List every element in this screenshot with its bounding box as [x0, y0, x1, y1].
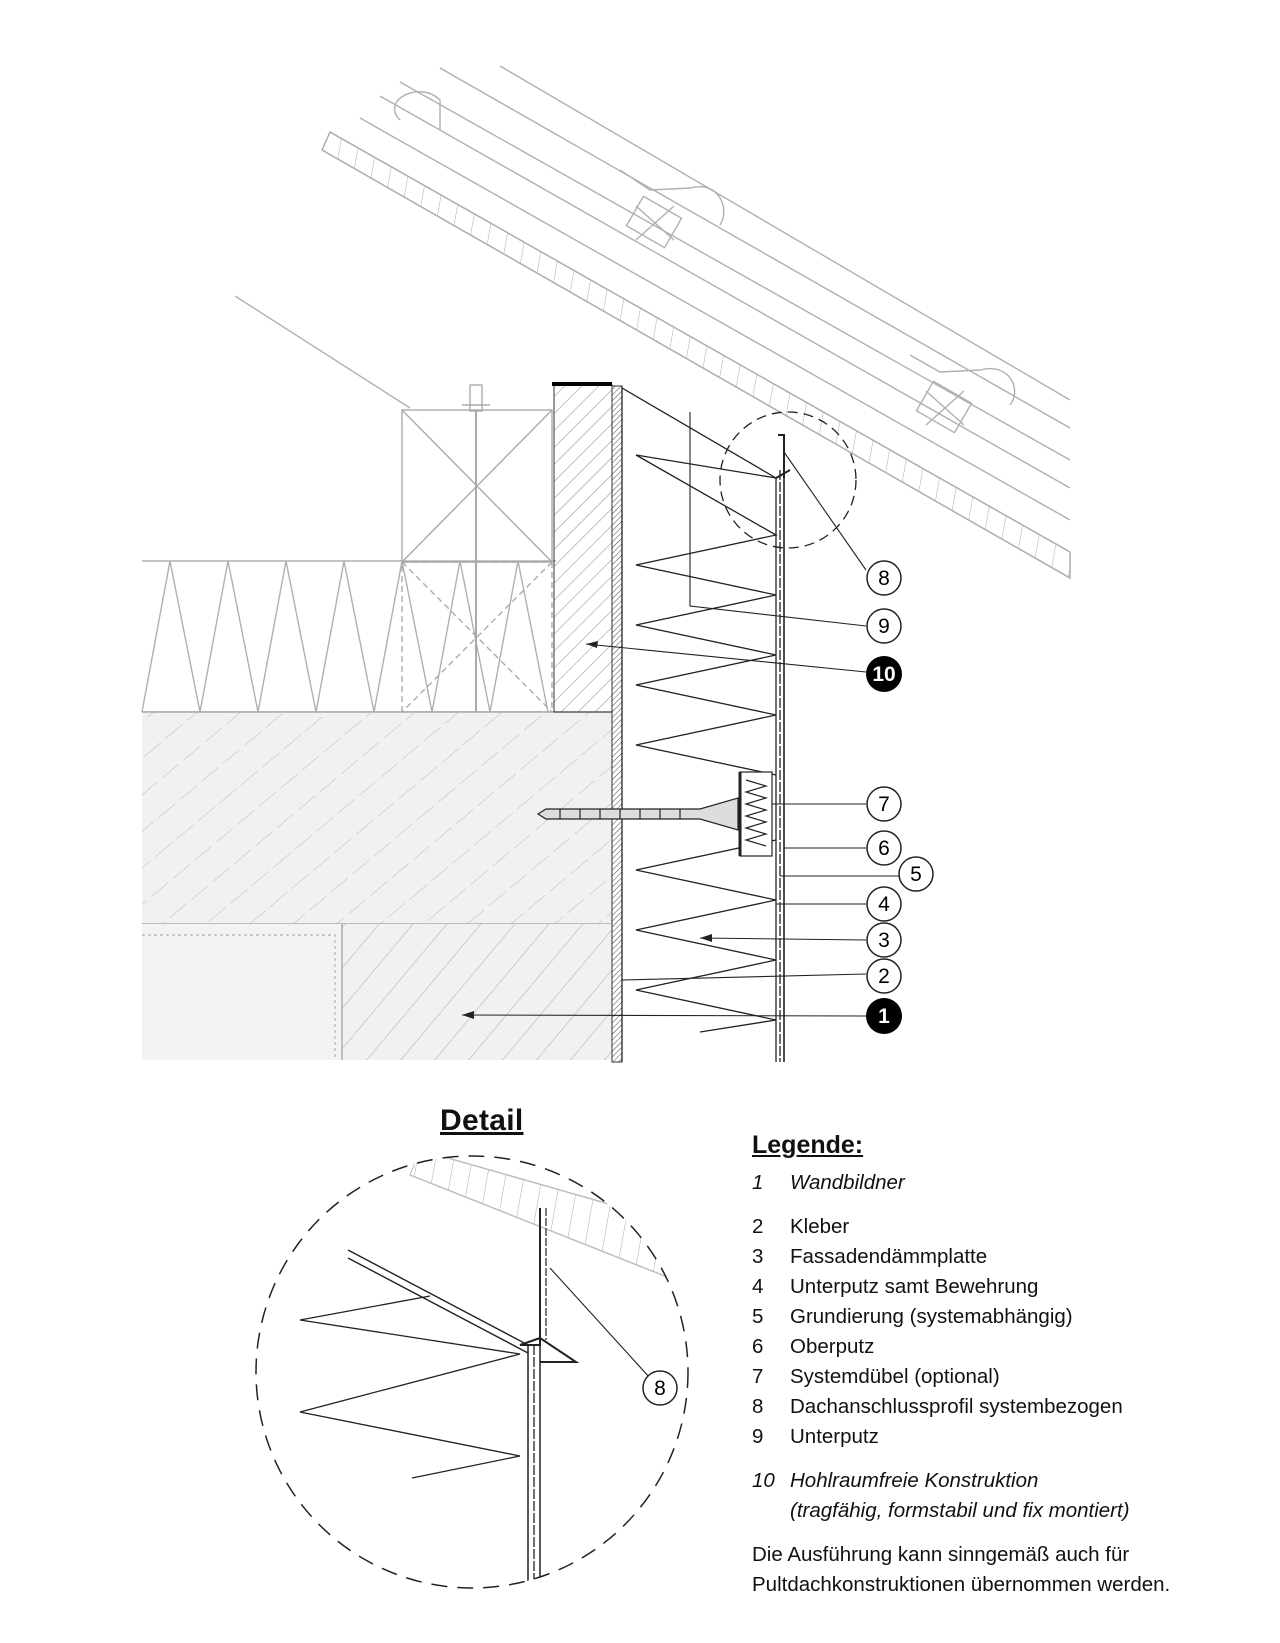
- svg-text:8: 8: [878, 567, 890, 590]
- leader-arrows: [462, 641, 712, 1019]
- callout-1: 1: [866, 998, 902, 1034]
- callout-6: 6: [866, 830, 902, 866]
- callout-5: 5: [898, 856, 934, 892]
- svg-text:9: 9: [878, 615, 890, 638]
- legend-note-line-1: Die Ausführung kann sinngemäß auch für: [752, 1543, 1130, 1566]
- callout-7: 7: [866, 786, 902, 822]
- callout-3: 3: [866, 922, 902, 958]
- callout-10: 10: [866, 656, 902, 692]
- cavity-free-construction: [552, 382, 613, 713]
- adhesive-layer: [611, 385, 623, 1063]
- svg-text:5: 5: [910, 863, 922, 886]
- svg-text:2: 2: [878, 965, 890, 988]
- detail-marker-circle: [719, 411, 857, 549]
- callout-2: 2: [866, 958, 902, 994]
- detail-title: Detail: [440, 1104, 524, 1137]
- svg-text:7: 7: [878, 793, 890, 816]
- legend-title: Legende:: [752, 1131, 864, 1159]
- callout-4: 4: [866, 886, 902, 922]
- detail-view: 8: [255, 1155, 689, 1589]
- roof: [234, 65, 1071, 580]
- svg-text:6: 6: [878, 837, 890, 860]
- svg-text:3: 3: [878, 929, 890, 952]
- ceiling-insulation: [141, 560, 556, 713]
- svg-text:1: 1: [878, 1005, 890, 1028]
- legend-note-line-2: Pultdachkonstruktionen übernommen werden…: [752, 1573, 1171, 1596]
- insulation-board: [621, 386, 778, 1062]
- masonry-wall: [142, 924, 612, 1060]
- callout-9: 9: [866, 608, 902, 644]
- svg-text:10: 10: [872, 663, 895, 686]
- system-dowel: [536, 771, 773, 857]
- render-layers: [775, 434, 791, 1062]
- detail-callout-8: 8: [642, 1370, 678, 1406]
- svg-text:4: 4: [878, 893, 890, 916]
- svg-text:8: 8: [654, 1377, 666, 1400]
- legend-note: Die Ausführung kann sinngemäß auch für P…: [752, 1540, 1262, 1600]
- callout-8: 8: [866, 560, 902, 596]
- leader-lines: [461, 412, 900, 1017]
- legend-item-10-detail: (tragfähig, formstabil und fix montiert): [790, 1499, 1130, 1522]
